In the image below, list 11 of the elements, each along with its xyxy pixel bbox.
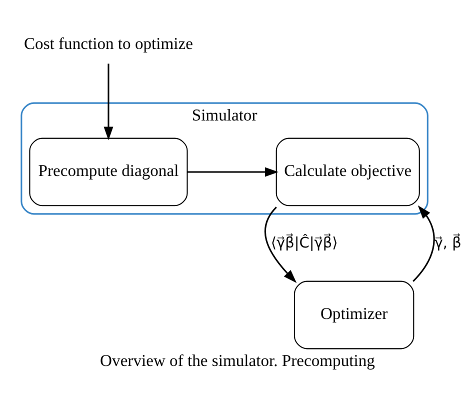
arrow	[264, 206, 296, 282]
arrow	[412, 204, 434, 282]
node-box: Precompute diagonal	[28, 137, 188, 206]
node-box: Optimizer	[293, 280, 414, 349]
node-box: Calculate objective	[275, 137, 420, 206]
node-text: Cost function to optimize	[23, 33, 192, 52]
arrow	[103, 63, 113, 140]
arrow	[187, 166, 278, 176]
caption: Overview of the simulator. Precomputing	[100, 350, 374, 370]
edge-label: ⟨γ⃗β⃗|Ĉ|γ⃗β⃗⟩	[270, 234, 338, 251]
edge-label: γ⃗, β⃗	[434, 234, 461, 251]
